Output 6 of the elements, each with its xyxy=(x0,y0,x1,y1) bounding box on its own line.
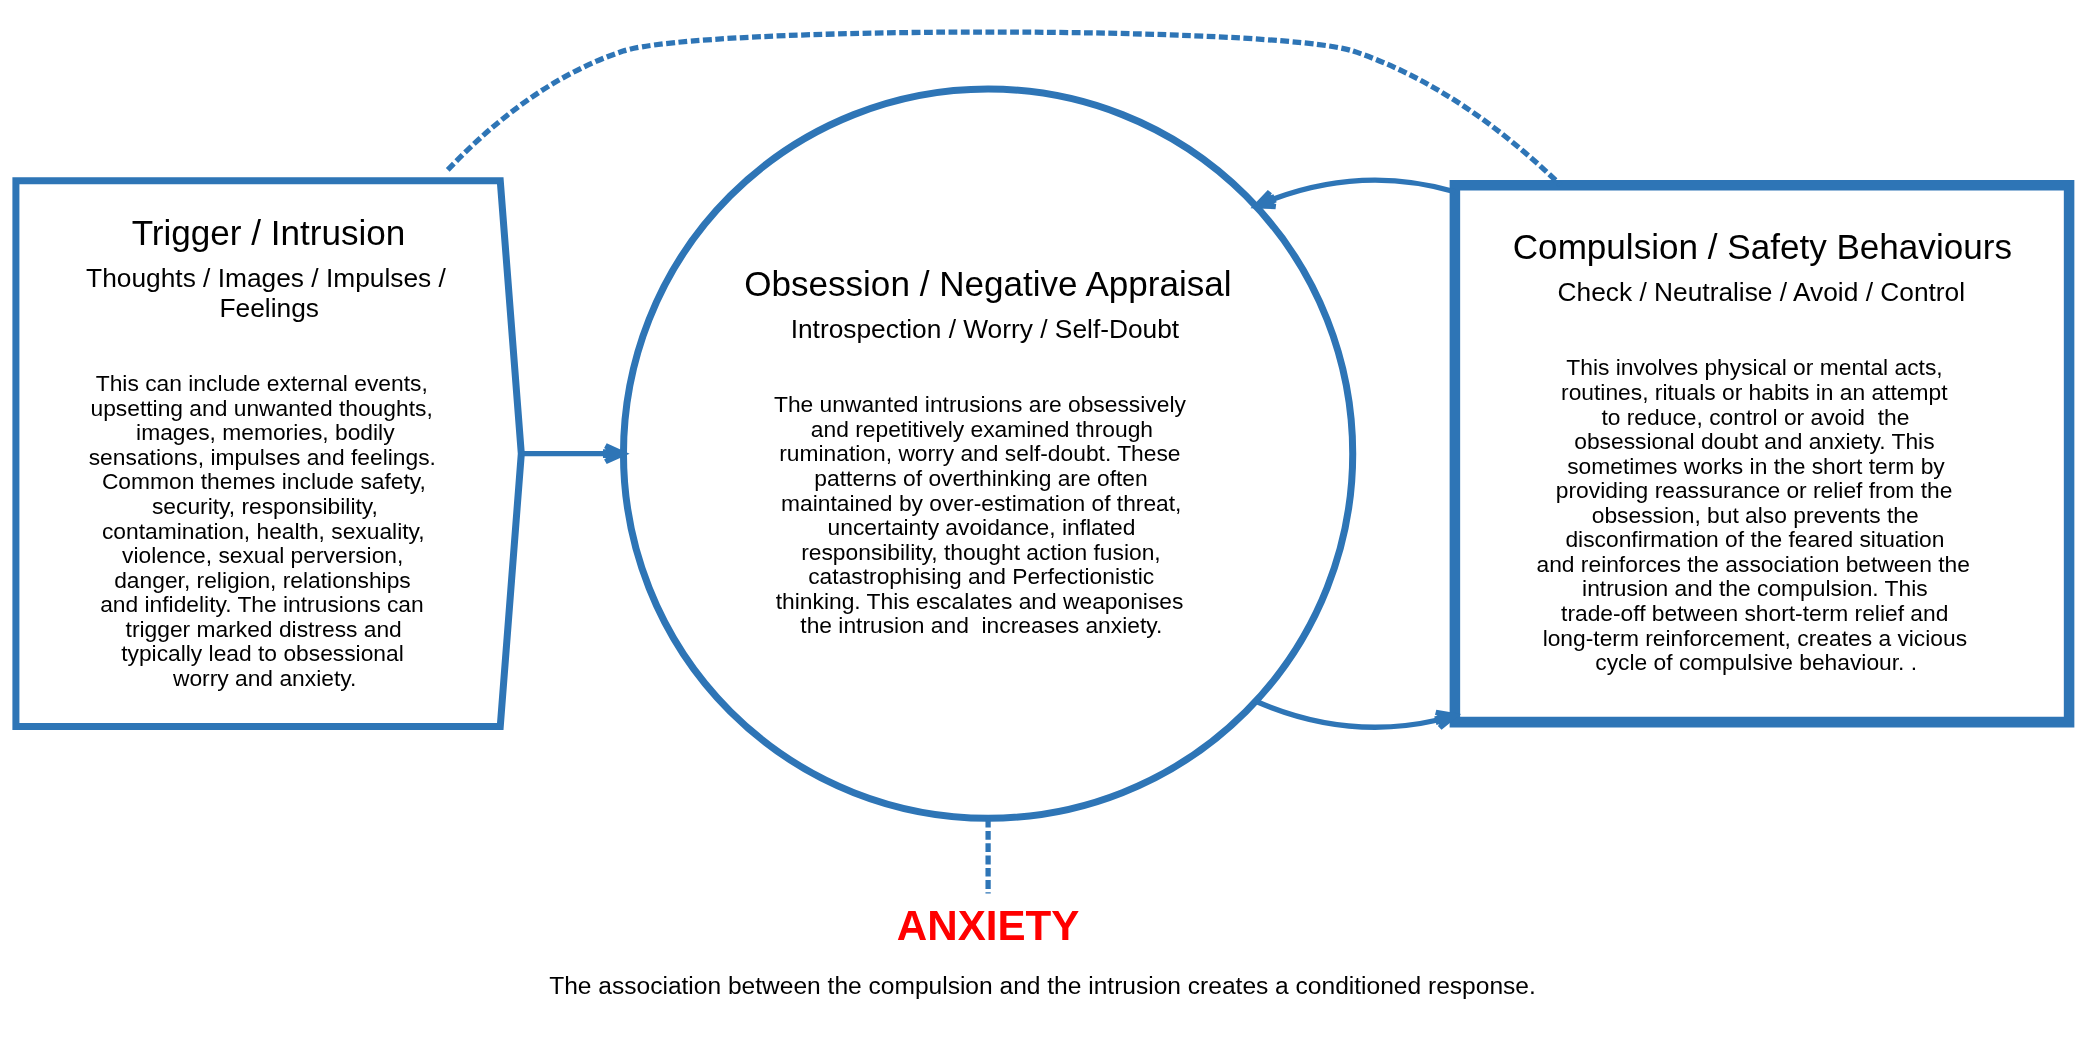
node-text: ANXIETY xyxy=(896,901,1080,949)
connector xyxy=(985,818,991,893)
node-circle: Obsession / Negative Appraisal Introspection / Worry / Self-Doubt The unwanted intrusions are obsessively and repetitively examined through rumination, worry and self-doubt. These patterns of overthinking are often maintained by over-estimation of threat, uncertainty avoidance, inflated responsibility, thought action fusion, catastrophising and Perfectionistic thinking. This escalates and weaponises the intrusion and increases anxiety. xyxy=(619,85,1357,822)
caption: The association between the compulsion and the intrusion creates a conditioned response. xyxy=(549,971,1536,999)
arrow xyxy=(1255,698,1458,730)
node-box: Compulsion / Safety Behaviours Check / Neutralise / Avoid / Control This involves physical or mental acts, routines, rituals or habits in an attempt to reduce, control or avoid the obsessional doubt and anxiety. This sometimes works in the short term by providing reassurance or relief from the obsession, but also prevents the disconfirmation of the feared situation and reinforces the association between the intrusion and the compulsion. This trade-off between short-term relief and long-term reinforcement, creates a vicious cycle of compulsive behaviour. . xyxy=(1449,179,2075,727)
